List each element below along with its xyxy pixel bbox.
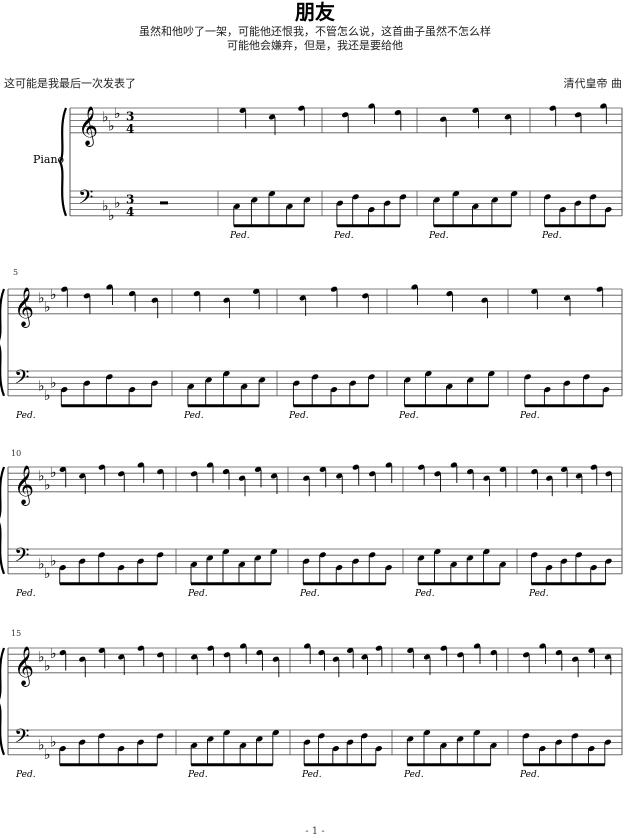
svg-text:Ped.: Ped. (301, 770, 322, 780)
svg-text:Ped.: Ped. (519, 770, 540, 780)
svg-text:𝄞: 𝄞 (78, 106, 98, 147)
svg-text:Ped.: Ped. (183, 411, 204, 421)
instrument-label: Piano (33, 153, 65, 166)
dedication-text: 这可能是我最后一次发表了 (4, 77, 136, 90)
svg-text:♭: ♭ (102, 109, 109, 125)
svg-text:Ped.: Ped. (187, 589, 208, 599)
svg-text:3: 3 (126, 192, 134, 206)
composer-credit: 清代皇帝 曲 (563, 77, 623, 90)
svg-text:♭: ♭ (102, 199, 109, 215)
subtitle-line-1: 虽然和他吵了一架，可能他还恨我，不管怎么说，这首曲子虽然不怎么样 (139, 25, 491, 38)
svg-text:♭: ♭ (44, 388, 51, 404)
svg-text:Ped.: Ped. (299, 589, 320, 599)
svg-text:♭: ♭ (38, 649, 45, 665)
svg-text:𝄢: 𝄢 (14, 724, 29, 752)
svg-text:3: 3 (126, 109, 134, 123)
svg-text:♭: ♭ (44, 478, 51, 494)
svg-text:♭: ♭ (38, 738, 45, 754)
svg-text:𝄢: 𝄢 (78, 185, 93, 213)
svg-text:𝄞: 𝄞 (14, 646, 34, 687)
svg-text:Ped.: Ped. (541, 231, 562, 241)
svg-text:♭: ♭ (44, 300, 51, 316)
svg-text:Ped.: Ped. (403, 770, 424, 780)
svg-text:♭: ♭ (114, 106, 121, 122)
svg-text:Ped.: Ped. (333, 231, 354, 241)
svg-text:Ped.: Ped. (528, 589, 549, 599)
svg-text:Ped.: Ped. (15, 589, 36, 599)
svg-text:♭: ♭ (50, 287, 57, 303)
measure-number-5: 5 (13, 268, 19, 277)
svg-text:𝄞: 𝄞 (14, 287, 34, 328)
svg-text:♭: ♭ (44, 747, 51, 763)
svg-text:♭: ♭ (50, 553, 57, 569)
svg-text:4: 4 (126, 122, 134, 136)
svg-text:𝄢: 𝄢 (14, 543, 29, 571)
svg-text:♭: ♭ (38, 290, 45, 306)
subtitle-line-2: 可能他会嫌弃，但是，我还是要给他 (227, 39, 403, 52)
svg-text:Ped.: Ped. (15, 770, 36, 780)
measure-number-10: 10 (11, 449, 22, 458)
measure-number-15: 15 (11, 629, 22, 638)
svg-text:♭: ♭ (38, 557, 45, 573)
svg-text:♭: ♭ (44, 659, 51, 675)
svg-text:Ped.: Ped. (519, 411, 540, 421)
svg-text:𝄢: 𝄢 (14, 365, 29, 393)
svg-text:𝄞: 𝄞 (14, 465, 34, 506)
svg-text:Ped.: Ped. (428, 231, 449, 241)
svg-text:♭: ♭ (108, 208, 115, 224)
svg-text:♭: ♭ (50, 465, 57, 481)
svg-text:♭: ♭ (50, 734, 57, 750)
page-number: - 1 - (305, 826, 325, 837)
svg-text:Ped.: Ped. (288, 411, 309, 421)
svg-text:♭: ♭ (38, 379, 45, 395)
svg-text:4: 4 (126, 205, 134, 219)
svg-text:♭: ♭ (44, 566, 51, 582)
svg-text:Ped.: Ped. (414, 589, 435, 599)
svg-text:♭: ♭ (114, 195, 121, 211)
svg-text:♭: ♭ (38, 468, 45, 484)
svg-text:Ped.: Ped. (398, 411, 419, 421)
svg-text:♭: ♭ (50, 646, 57, 662)
score-title: 朋友 (295, 0, 335, 24)
svg-text:Ped.: Ped. (15, 411, 36, 421)
svg-text:♭: ♭ (108, 119, 115, 135)
svg-text:Ped.: Ped. (229, 231, 250, 241)
svg-text:Ped.: Ped. (187, 770, 208, 780)
svg-text:♭: ♭ (50, 375, 57, 391)
